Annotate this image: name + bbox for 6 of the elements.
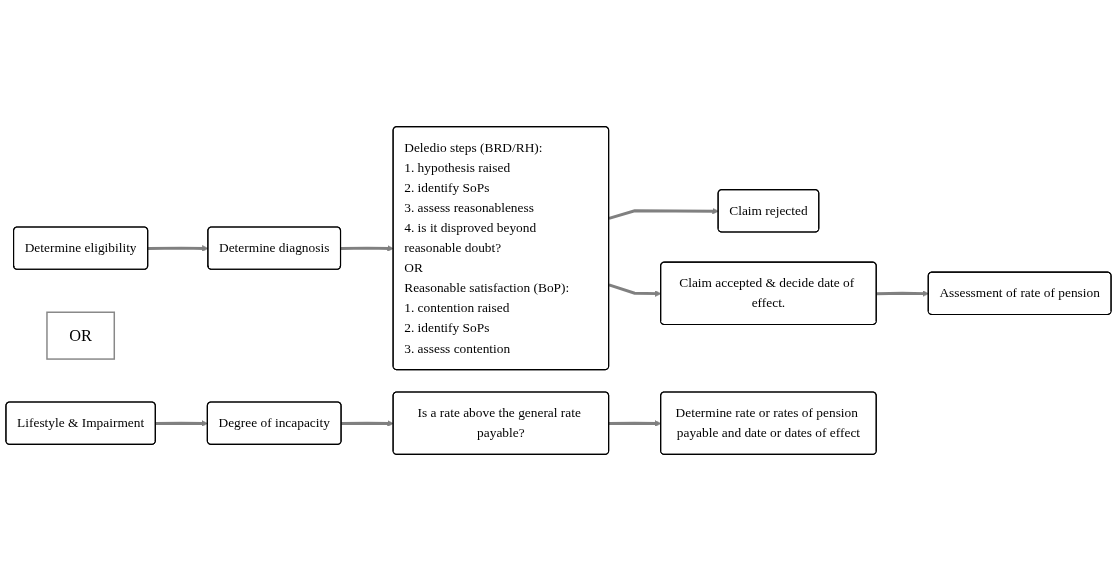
arrow <box>155 420 208 427</box>
node-box: OR <box>46 311 116 360</box>
arrow <box>341 420 394 427</box>
arrow <box>340 245 394 252</box>
arrow <box>876 290 929 297</box>
arrow <box>608 207 719 220</box>
